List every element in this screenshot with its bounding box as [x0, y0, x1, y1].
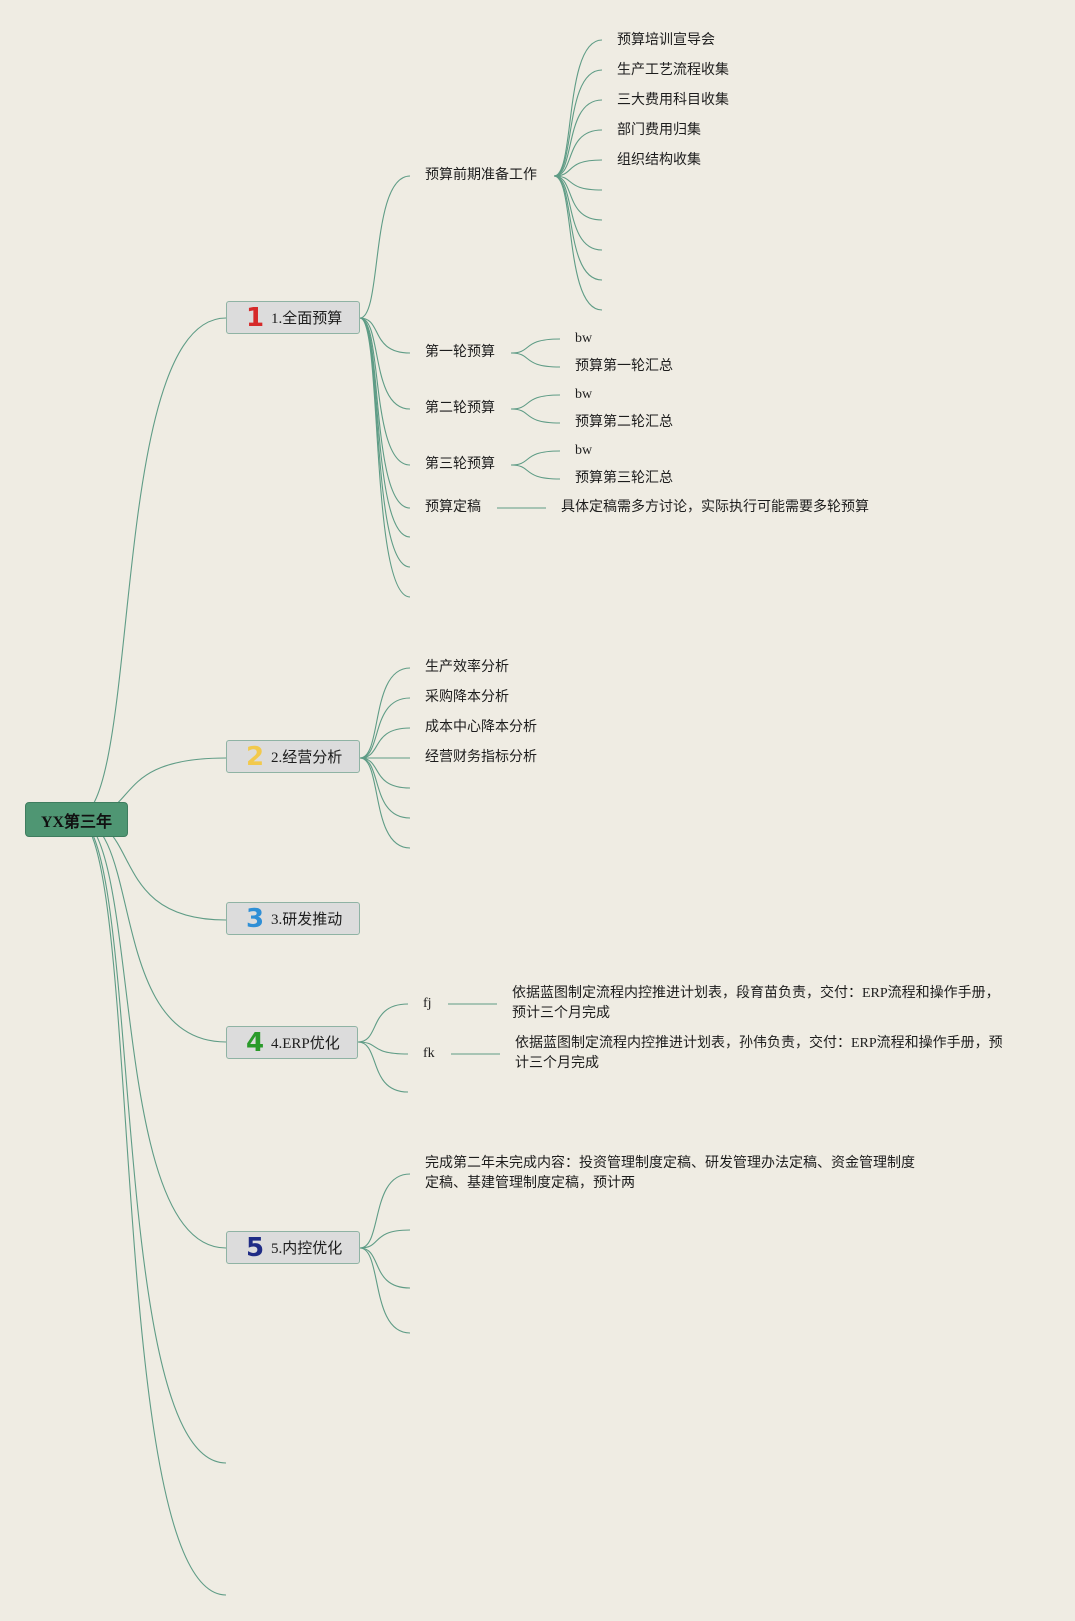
root-link-4	[75, 817, 227, 1249]
b5-link-1	[359, 1229, 411, 1249]
b2-link-4	[359, 757, 411, 789]
branch-budget[interactable]: 1 1.全面预算	[226, 301, 360, 334]
branch-rd-label: 3.研发推动	[271, 912, 343, 928]
b5-link-3	[359, 1247, 411, 1334]
leaf-expense-subjects[interactable]: 三大费用科目收集	[617, 93, 729, 108]
branch-erp[interactable]: 4 4.ERP优化	[226, 1026, 358, 1059]
branch-rd[interactable]: 3 3.研发推动	[226, 902, 360, 935]
leaf-round-3-bw[interactable]: bw	[575, 443, 593, 458]
node-pre-budget[interactable]: 预算前期准备工作	[425, 168, 537, 183]
branch-erp-label: 4.ERP优化	[271, 1036, 340, 1052]
leaf-efficiency[interactable]: 生产效率分析	[425, 660, 509, 675]
branch-analysis-label: 2.经营分析	[271, 750, 343, 766]
leaf-financial-index[interactable]: 经营财务指标分析	[425, 750, 537, 765]
leaf-round-3-summary[interactable]: 预算第三轮汇总	[575, 471, 673, 486]
root-link-0	[75, 317, 227, 819]
note-fk[interactable]: 依据蓝图制定流程内控推进计划表，孙伟负责，交付：ERP流程和操作手册，预计三个月…	[515, 1036, 1003, 1071]
leaf-purchase-cost[interactable]: 采购降本分析	[425, 690, 509, 705]
pre-leaf-link-9	[553, 175, 603, 311]
pre-leaf-link-5	[553, 175, 603, 191]
leaf-round-2-bw[interactable]: bw	[575, 387, 593, 402]
b1-link-1	[359, 317, 411, 354]
b2-link-1	[359, 697, 411, 759]
b2-link-0	[359, 667, 411, 759]
leaf-cost-center[interactable]: 成本中心降本分析	[425, 720, 537, 735]
leaf-budget-training[interactable]: 预算培训宣导会	[617, 33, 715, 48]
node-round-1[interactable]: 第一轮预算	[425, 345, 495, 360]
pre-leaf-link-3	[553, 129, 603, 177]
round-2-link-b	[510, 464, 561, 480]
node-fk[interactable]: fk	[423, 1046, 435, 1061]
node-round-3[interactable]: 第三轮预算	[425, 457, 495, 472]
note-budget-final[interactable]: 具体定稿需多方讨论，实际执行可能需要多轮预算	[561, 500, 869, 515]
leaf-org-structure[interactable]: 组织结构收集	[617, 153, 701, 168]
number-five-icon: 5	[245, 1232, 265, 1263]
root-link-5	[75, 817, 227, 1464]
round-2-link-a	[510, 450, 561, 466]
pre-leaf-link-4	[553, 159, 603, 177]
root-node[interactable]: YX第三年	[25, 802, 128, 837]
pre-leaf-link-2	[553, 99, 603, 177]
b5-link-2	[359, 1247, 411, 1289]
number-one-icon: 1	[245, 302, 265, 333]
pre-leaf-link-6	[553, 175, 603, 221]
number-four-icon: 4	[245, 1027, 265, 1058]
leaf-remaining-work[interactable]: 完成第二年未完成内容：投资管理制度定稿、研发管理办法定稿、资金管理制度定稿、基建…	[425, 1156, 915, 1191]
pre-leaf-link-8	[553, 175, 603, 281]
b4-link-1	[357, 1041, 409, 1055]
b5-link-0	[359, 1173, 411, 1249]
branch-internal-control-label: 5.内控优化	[271, 1241, 343, 1257]
branch-internal-control[interactable]: 5 5.内控优化	[226, 1231, 360, 1264]
pre-leaf-link-0	[553, 39, 603, 177]
b1-link-2	[359, 317, 411, 410]
leaf-process-collection[interactable]: 生产工艺流程收集	[617, 63, 729, 78]
b2-link-2	[359, 727, 411, 759]
b1-link-4	[359, 317, 411, 509]
note-fj[interactable]: 依据蓝图制定流程内控推进计划表，段育苗负责，交付：ERP流程和操作手册，预计三个…	[512, 986, 1000, 1021]
root-link-6	[75, 817, 227, 1596]
leaf-dept-expense[interactable]: 部门费用归集	[617, 123, 701, 138]
root-label: YX第三年	[40, 813, 113, 831]
b2-link-6	[359, 757, 411, 849]
round-1-link-a	[510, 394, 561, 410]
b1-link-7	[359, 317, 411, 598]
round-0-link-a	[510, 338, 561, 354]
number-three-icon: 3	[245, 903, 265, 934]
node-fj[interactable]: fj	[423, 996, 432, 1011]
leaf-round-1-bw[interactable]: bw	[575, 331, 593, 346]
leaf-round-2-summary[interactable]: 预算第二轮汇总	[575, 415, 673, 430]
b4-link-0	[357, 1003, 409, 1043]
branch-analysis[interactable]: 2 2.经营分析	[226, 740, 360, 773]
round-0-link-b	[510, 352, 561, 368]
node-round-2[interactable]: 第二轮预算	[425, 401, 495, 416]
b4-link-2	[357, 1041, 409, 1093]
node-budget-final[interactable]: 预算定稿	[425, 500, 481, 515]
number-two-icon: 2	[245, 741, 265, 772]
branch-budget-label: 1.全面预算	[271, 311, 343, 327]
b1-link-3	[359, 317, 411, 466]
round-1-link-b	[510, 408, 561, 424]
leaf-round-1-summary[interactable]: 预算第一轮汇总	[575, 359, 673, 374]
b1-link-0	[359, 175, 411, 319]
pre-leaf-link-1	[553, 69, 603, 177]
